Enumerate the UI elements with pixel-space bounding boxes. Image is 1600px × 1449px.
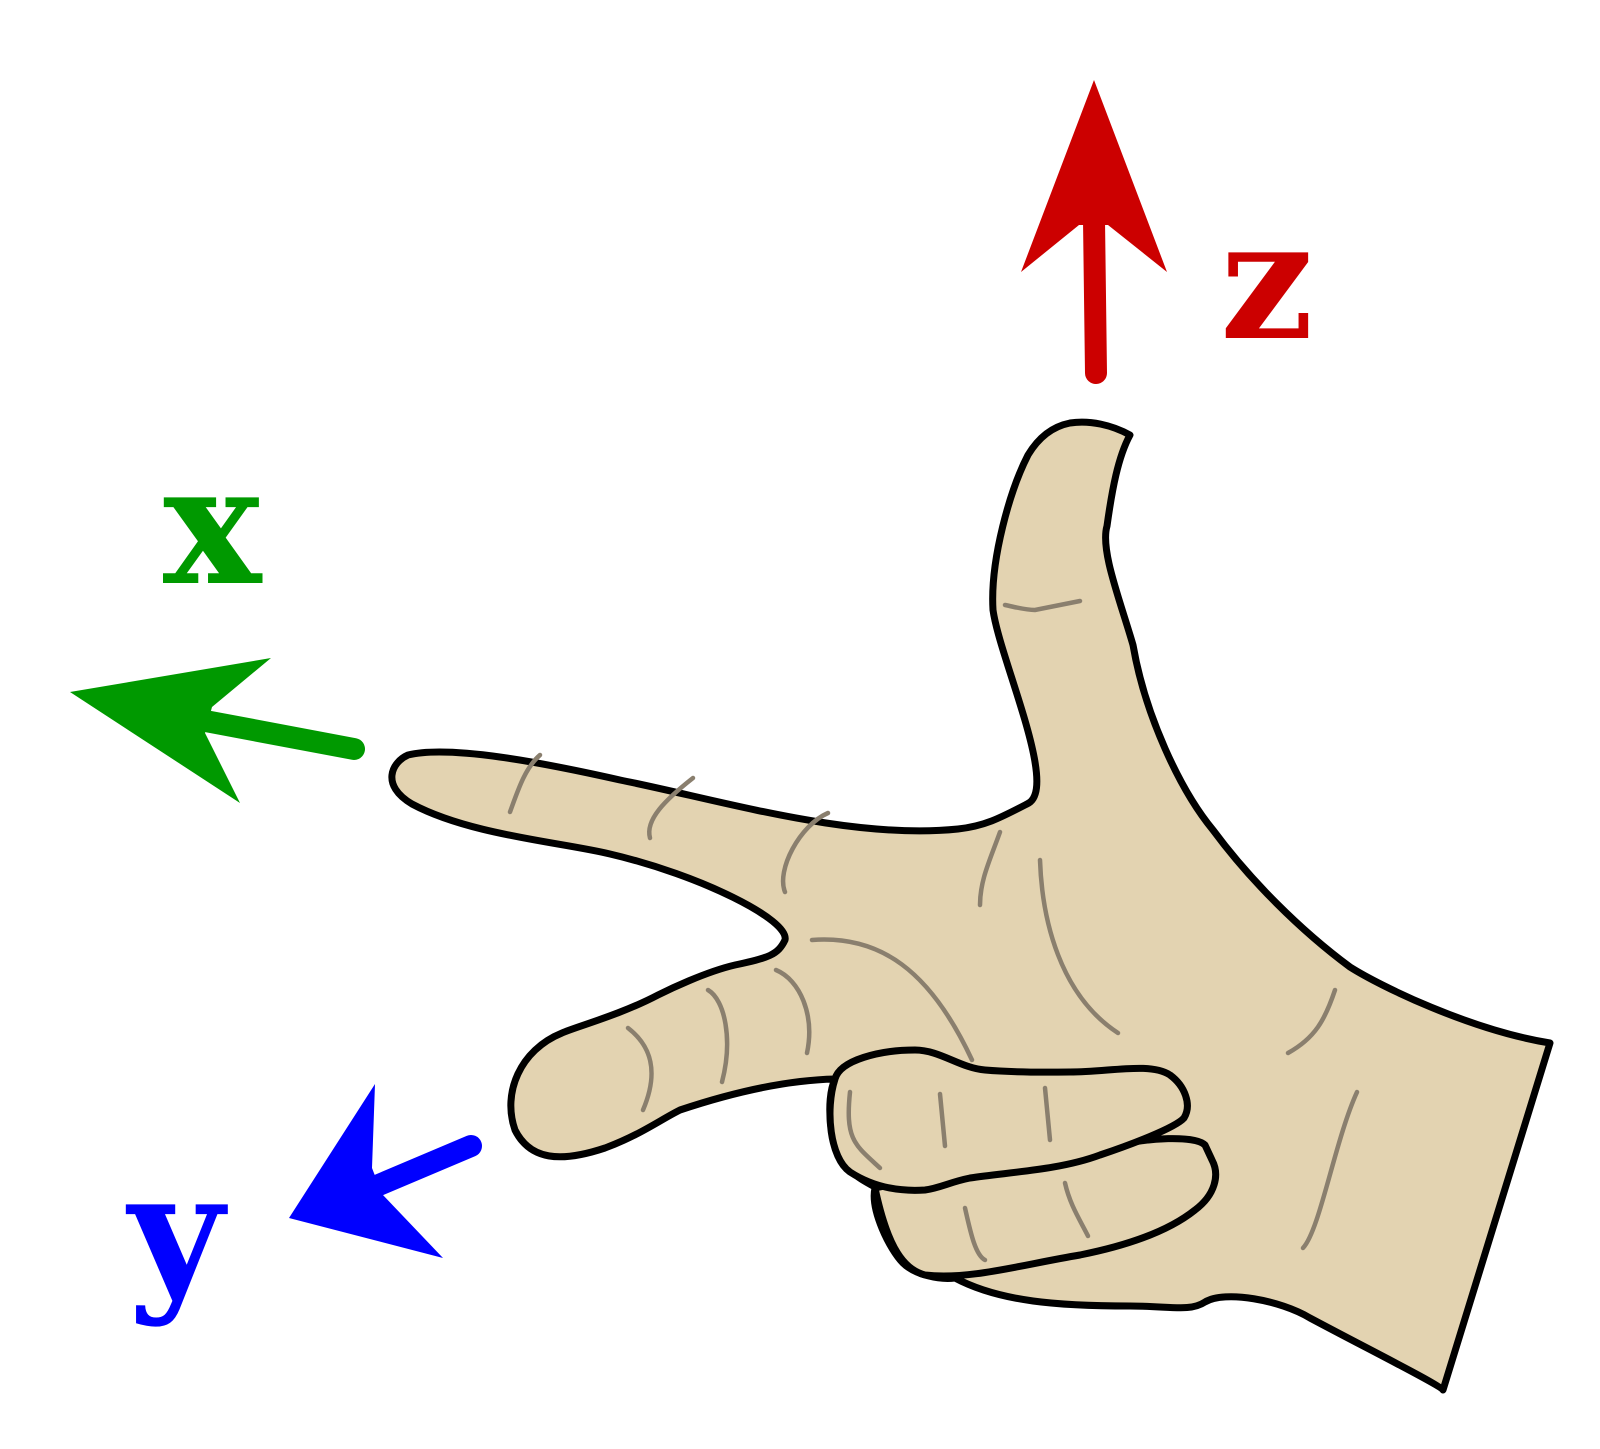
wrist-crease-1	[1285, 987, 1338, 1056]
index-crease-3	[780, 810, 831, 895]
x-arrowhead	[70, 658, 271, 803]
right-hand	[388, 418, 1554, 1394]
curled-crease-5	[1062, 1180, 1091, 1239]
thumb-crease	[1002, 598, 1083, 613]
hand-main-outline	[388, 418, 1554, 1394]
y-arrowhead	[289, 1084, 443, 1258]
curled-finger-upper	[826, 1046, 1191, 1194]
x-axis-label: x	[163, 428, 263, 622]
x-arrow-shaft	[189, 709, 365, 760]
middle-crease-2	[705, 987, 730, 1085]
middle-crease-1	[625, 1025, 654, 1113]
middle-crease-3	[773, 967, 812, 1056]
curled-crease-2	[937, 1091, 948, 1149]
index-crease-1	[507, 752, 543, 815]
index-crease-2	[646, 775, 696, 841]
wrist-crease-2	[1300, 1089, 1360, 1251]
z-axis-arrow	[1021, 80, 1167, 384]
z-axis-label: z	[1220, 183, 1314, 377]
z-arrow-shaft	[1083, 209, 1107, 384]
x-axis-arrow	[70, 658, 365, 803]
y-axis-arrow	[289, 1084, 482, 1258]
curled-crease-1	[846, 1089, 883, 1171]
palm-crease-2	[1037, 857, 1121, 1036]
palm-crease-3	[809, 937, 975, 1063]
curled-crease-3	[1042, 1085, 1053, 1143]
y-axis-label: y	[125, 1135, 228, 1329]
curled-crease-4	[962, 1205, 988, 1263]
z-arrowhead	[1021, 80, 1167, 272]
palm-crease-1	[977, 829, 1003, 908]
